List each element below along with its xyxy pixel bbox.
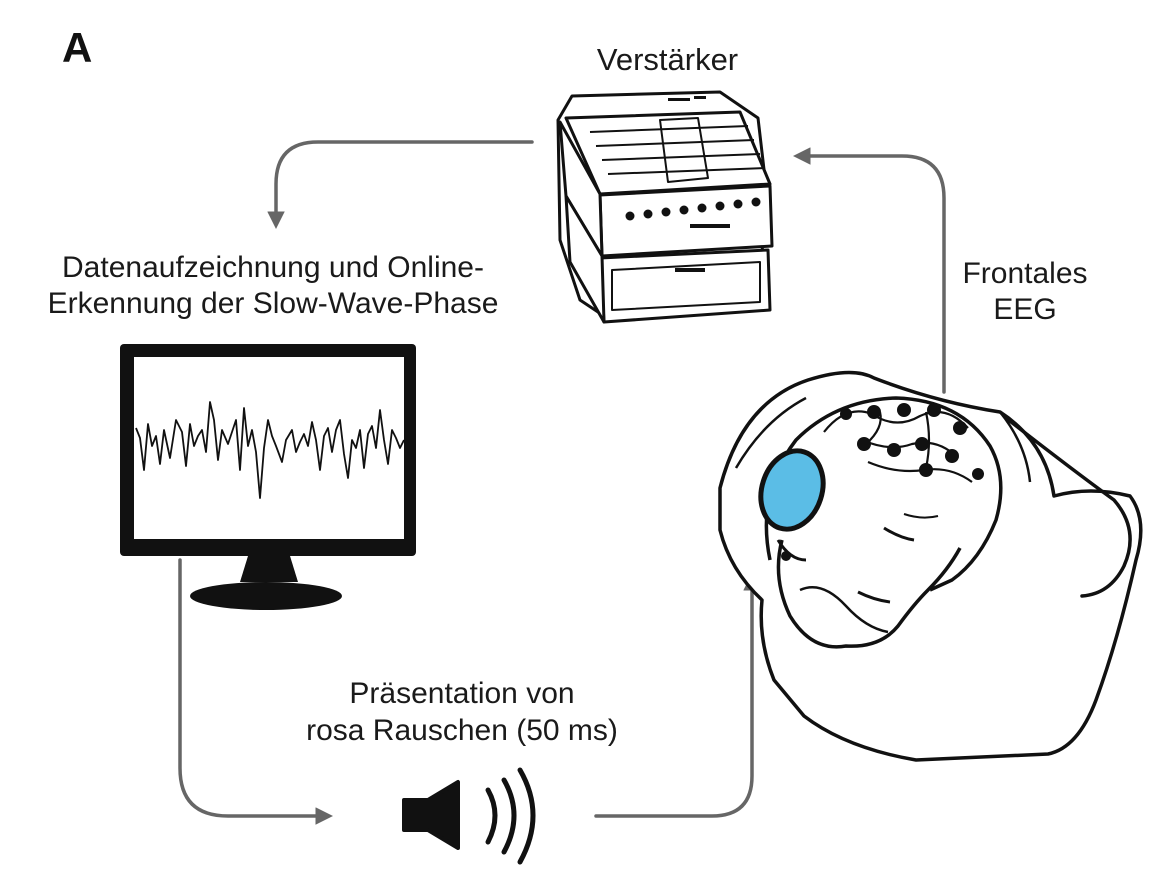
eeg-waveform: [135, 401, 405, 499]
recording-label: Datenaufzeichnung und Online- Erkennung …: [18, 250, 528, 322]
amplifier-icon: [556, 90, 774, 324]
sleeping-person-icon: [718, 370, 1143, 762]
frontal-eeg-label: Frontales EEG: [935, 256, 1115, 328]
arrow-eeg-to-amplifier: [793, 147, 946, 394]
frontal-eeg-label-line2: EEG: [993, 293, 1057, 326]
speaker-icon: [402, 767, 536, 865]
pink-noise-label-line1: Präsentation von: [349, 677, 575, 710]
recording-label-line1: Datenaufzeichnung und Online-: [62, 251, 484, 284]
frontal-eeg-label-line1: Frontales: [962, 257, 1088, 290]
amplifier-label: Verstärker: [596, 42, 739, 77]
arrow-monitor-to-speaker: [178, 558, 333, 825]
panel-label: A: [62, 24, 93, 71]
arrow-amplifier-to-recording: [267, 140, 534, 229]
monitor-icon: [120, 344, 416, 610]
pink-noise-label: Präsentation von rosa Rauschen (50 ms): [272, 675, 652, 749]
arrow-speaker-to-person: [594, 573, 761, 818]
electrode-pad: [758, 448, 826, 532]
pink-noise-label-line2: rosa Rauschen (50 ms): [306, 714, 618, 747]
recording-label-line2: Erkennung der Slow-Wave-Phase: [47, 287, 499, 320]
